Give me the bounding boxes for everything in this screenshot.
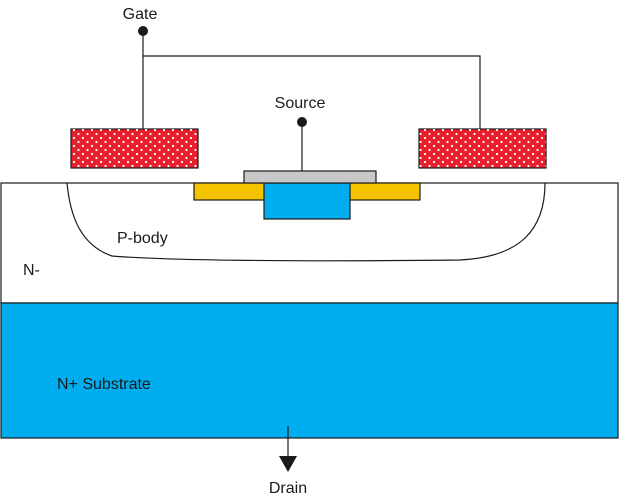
n-plus-substrate-region [0, 302, 619, 439]
p-body-region [66, 182, 546, 262]
gate-wire [142, 55, 481, 129]
gate-label: Gate [123, 6, 158, 23]
source-terminal-dot [297, 117, 307, 127]
gate-electrode-left [70, 128, 199, 169]
n-plus-substrate-label: N+ Substrate [57, 376, 151, 393]
gate-terminal-dot [138, 26, 148, 36]
n-plus-source-region [263, 182, 351, 220]
source-metal-contact [243, 170, 377, 184]
n-minus-label: N- [23, 262, 40, 279]
gate-electrode-right [418, 128, 547, 169]
p-plus-contact-right [347, 182, 421, 201]
p-plus-contact-left [193, 182, 267, 201]
p-body-label: P-body [117, 230, 168, 247]
drain-arrow-icon [279, 456, 297, 472]
source-label: Source [275, 95, 326, 112]
drain-label: Drain [269, 480, 307, 497]
